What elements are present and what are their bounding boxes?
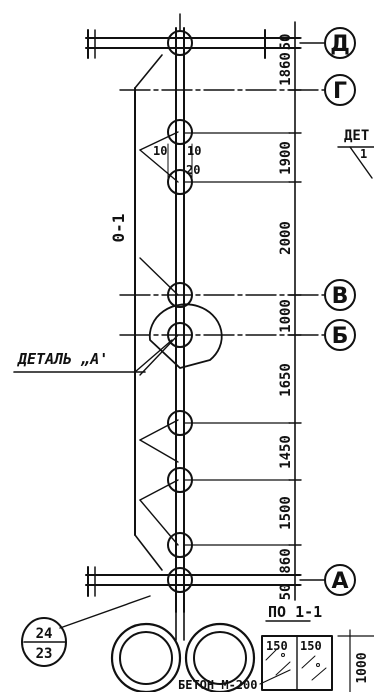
mark-callout: 24 23 xyxy=(21,595,151,667)
small-dims: 10 10 20 xyxy=(153,143,201,181)
dim-5: 1650 xyxy=(278,363,294,397)
axis-d-label: Д xyxy=(330,32,350,57)
height-dim: 1000 xyxy=(355,652,370,683)
main-pipe xyxy=(175,13,185,613)
mark-top: 24 xyxy=(36,626,53,642)
dim-1: 1860 xyxy=(278,52,294,86)
axis-v-label: В xyxy=(332,284,349,309)
axis-bubbles: Д Г В Б А xyxy=(299,27,356,596)
pipe-section: БЕТОН М-200 xyxy=(110,597,291,692)
concrete-label: БЕТОН М-200 xyxy=(178,678,257,692)
small-dim-a: 10 xyxy=(153,144,167,158)
joint-3 xyxy=(167,410,193,436)
section-mark: 0-1 xyxy=(109,214,128,243)
bottom-beam xyxy=(85,566,301,597)
joint-1 xyxy=(167,119,193,145)
dim-9: 50 xyxy=(278,584,294,601)
detail-a-callout: ДЕТАЛЬ „А' xyxy=(13,339,173,373)
joint-d xyxy=(167,30,193,56)
detail-right-sub: 1 xyxy=(360,147,367,161)
joint-4 xyxy=(167,467,193,493)
section-title: ПО 1-1 xyxy=(268,603,322,621)
detail-right-label: ДЕТ xyxy=(344,128,369,144)
dim-3: 2000 xyxy=(278,221,294,255)
dim-6: 1450 xyxy=(278,435,294,469)
joint-2 xyxy=(167,169,193,195)
axis-b-label: Б xyxy=(332,324,349,349)
detail-right-callout: ДЕТ 1 xyxy=(337,128,374,179)
mark-bottom: 23 xyxy=(36,646,53,662)
small-dim-b: 10 xyxy=(187,144,201,158)
detail-a-label: ДЕТАЛЬ „А' xyxy=(17,350,108,368)
dim-2: 1900 xyxy=(278,141,294,175)
joint-5 xyxy=(167,532,193,558)
dim-4: 1000 xyxy=(278,299,294,333)
dimension-labels: 50 1860 1900 2000 1000 1650 1450 1500 86… xyxy=(278,34,294,601)
block-a-dim: 150 xyxy=(266,639,288,653)
joint-a xyxy=(167,567,193,593)
section-view: ПО 1-1 150 150 1000 xyxy=(261,603,374,692)
joint-v xyxy=(167,282,193,308)
dim-0: 50 xyxy=(278,34,294,51)
dimension-chain xyxy=(288,21,302,601)
pipe-joints xyxy=(148,30,223,593)
block-b-dim: 150 xyxy=(300,639,322,653)
axis-a-label: А xyxy=(331,569,348,594)
top-beam xyxy=(85,29,301,59)
joint-b xyxy=(167,322,193,348)
bracing xyxy=(134,54,179,571)
detail-a-bubble xyxy=(148,303,223,369)
concrete-hatch xyxy=(265,649,327,681)
dim-8: 860 xyxy=(278,548,294,573)
small-dim-c: 20 xyxy=(186,163,200,177)
axis-g-label: Г xyxy=(333,79,347,104)
dim-7: 1500 xyxy=(278,496,294,530)
